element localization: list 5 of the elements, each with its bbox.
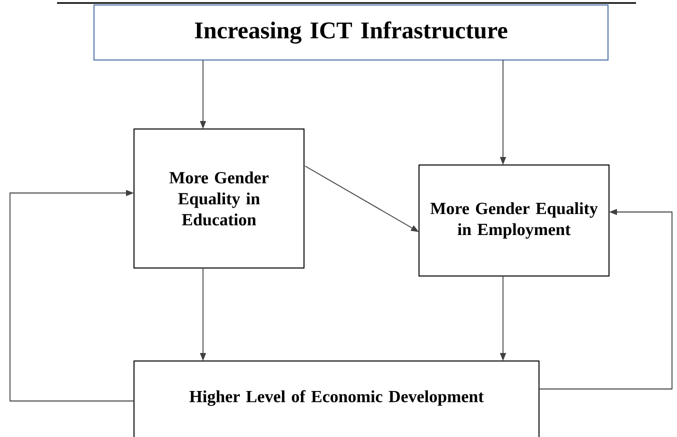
process-box: More Gender Equality in Education: [134, 128, 304, 268]
title-box: Increasing ICT Infrastructure: [94, 4, 608, 60]
process-box: Higher Level of Economic Development: [134, 360, 540, 437]
process-box: More Gender Equality in Employment: [418, 164, 610, 276]
arrow: [10, 190, 134, 402]
